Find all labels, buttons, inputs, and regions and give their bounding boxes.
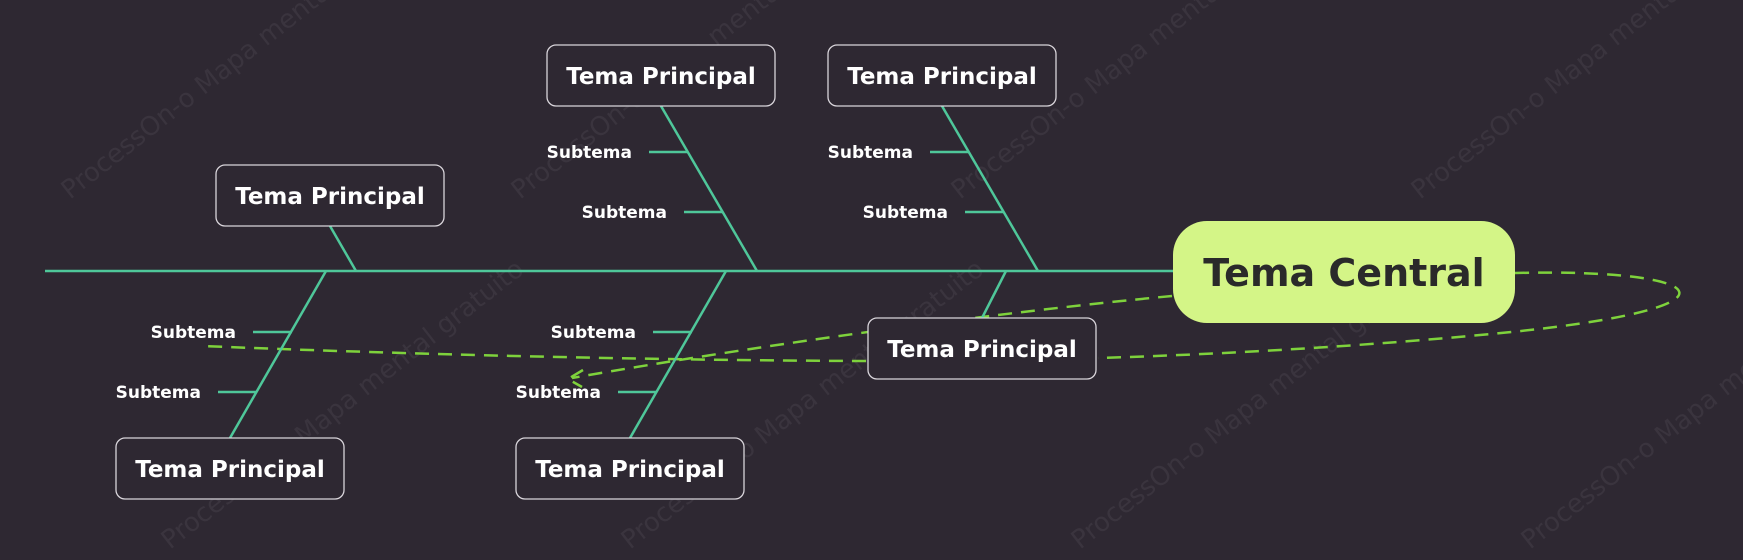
main-bone bbox=[940, 105, 1040, 272]
main-topic-label: Tema Principal bbox=[135, 457, 325, 483]
central-topic-label: Tema Central bbox=[1203, 251, 1484, 295]
subtopic-label[interactable]: Subtema bbox=[116, 383, 201, 403]
main-topic-label: Tema Principal bbox=[235, 184, 425, 210]
main-topic-box[interactable]: Tema Principal bbox=[515, 437, 745, 500]
main-topic-label: Tema Principal bbox=[887, 337, 1077, 363]
main-topic-box[interactable]: Tema Principal bbox=[546, 44, 776, 107]
main-topic-box[interactable]: Tema Principal bbox=[215, 164, 445, 227]
subtopic-label[interactable]: Subtema bbox=[547, 143, 632, 163]
main-bone bbox=[228, 270, 328, 439]
main-topic-box[interactable]: Tema Principal bbox=[115, 437, 345, 500]
relationship-arrowhead bbox=[565, 368, 584, 389]
subtopic-label[interactable]: Subtema bbox=[828, 143, 913, 163]
subtopic-label[interactable]: Subtema bbox=[582, 203, 667, 223]
subtopic-label[interactable]: Subtema bbox=[551, 323, 636, 343]
main-bone bbox=[328, 225, 358, 272]
main-topic-label: Tema Principal bbox=[535, 457, 725, 483]
central-topic-box[interactable]: Tema Central bbox=[1173, 221, 1515, 323]
relationship-link bbox=[201, 344, 867, 363]
relationship-link bbox=[571, 294, 1173, 380]
main-topic-box[interactable]: Tema Principal bbox=[867, 317, 1097, 380]
main-topic-label: Tema Principal bbox=[847, 64, 1037, 90]
subtopic-label[interactable]: Subtema bbox=[516, 383, 601, 403]
subtopic-label[interactable]: Subtema bbox=[151, 323, 236, 343]
main-bone bbox=[659, 105, 759, 272]
main-bone bbox=[628, 270, 728, 439]
subtopic-label[interactable]: Subtema bbox=[863, 203, 948, 223]
main-bone bbox=[980, 270, 1008, 319]
main-topic-box[interactable]: Tema Principal bbox=[827, 44, 1057, 107]
main-topic-label: Tema Principal bbox=[566, 64, 756, 90]
